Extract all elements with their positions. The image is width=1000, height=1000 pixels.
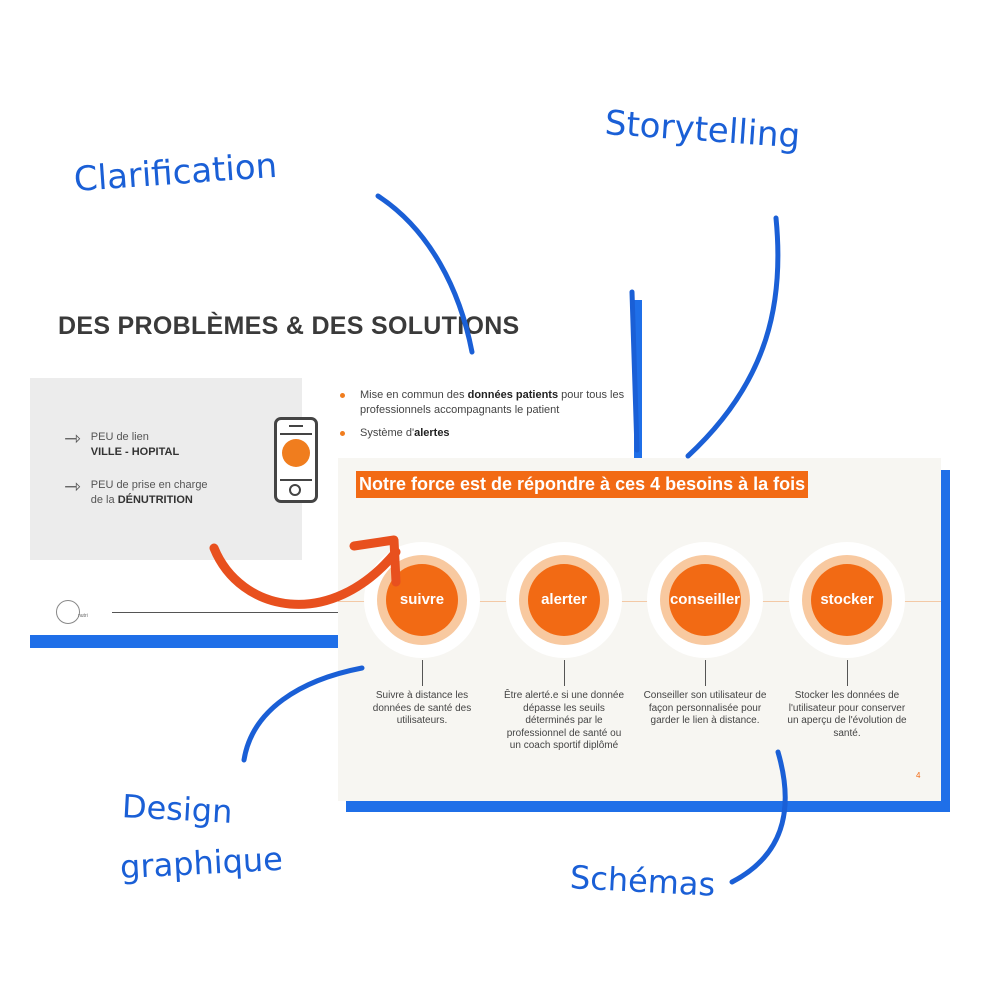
problem-item: ⇾ PEU de prise en charge de la DÉNUTRITI… [64, 476, 208, 508]
front-slide: Notre force est de répondre à ces 4 beso… [338, 458, 941, 801]
footer-logo [56, 600, 80, 624]
bullet-suffix: pour tous les professionnels accompagnan… [360, 389, 625, 416]
smartphone-icon [274, 417, 318, 503]
need-label: alerter [528, 564, 600, 636]
page-number: 4 [916, 771, 921, 780]
label-schemas: Schémas [569, 858, 717, 904]
front-slide-title: Notre force est de répondre à ces 4 beso… [356, 471, 809, 498]
problems-panel: ⇾ PEU de lien VILLE - HOPITAL ⇾ PEU de p… [30, 378, 302, 560]
list-item: Système d'alertes [340, 426, 630, 441]
footer-logo-text: nutri [78, 613, 88, 619]
bullet-prefix: Mise en commun des [360, 389, 468, 401]
bullet-bold: données patients [467, 389, 559, 401]
label-clarification: Clarification [72, 145, 279, 200]
need-circle-stocker: stocker [789, 542, 905, 658]
phone-speaker [289, 425, 303, 427]
label-design: Design [121, 787, 234, 831]
need-description: Être alerté.e si une donnée dépasse les … [503, 690, 625, 751]
need-stem [564, 660, 565, 686]
bullet-dot-icon [340, 393, 345, 398]
storytelling-pointer [685, 215, 781, 459]
label-storytelling: Storytelling [603, 103, 802, 157]
solutions-list: Mise en commun des données patients pour… [340, 388, 630, 449]
problem-line2: VILLE - HOPITAL [90, 446, 180, 458]
problem-item: ⇾ PEU de lien VILLE - HOPITAL [64, 428, 180, 460]
orange-fruit-logo-icon [282, 439, 310, 467]
need-label: conseiller [669, 564, 741, 636]
arrow-right-icon: ⇾ [64, 428, 81, 450]
need-description: Conseiller son utilisateur de façon pers… [643, 690, 767, 726]
problem-line1: PEU de lien [90, 431, 149, 443]
need-stem [705, 660, 706, 686]
arrow-right-icon: ⇾ [64, 476, 81, 498]
bullet-dot-icon [340, 431, 345, 436]
need-stem [847, 660, 848, 686]
need-label: suivre [386, 564, 458, 636]
need-circle-suivre: suivre [364, 542, 480, 658]
bullet-bold: alertes [414, 427, 450, 439]
need-description: Suivre à distance les données de santé d… [372, 690, 472, 726]
need-description: Stocker les données de l'utilisateur pou… [787, 690, 907, 739]
need-circle-conseiller: conseiller [647, 542, 763, 658]
need-circle-alerter: alerter [506, 542, 622, 658]
needs-connector-line [338, 601, 941, 602]
back-slide-title: DES PROBLÈMES & DES SOLUTIONS [58, 312, 520, 340]
phone-home-button [289, 484, 301, 496]
phone-screen [280, 433, 312, 481]
problem-line2-bold: DÉNUTRITION [117, 494, 193, 506]
problem-line1: PEU de prise en charge [90, 479, 208, 491]
bullet-prefix: Système d' [360, 427, 415, 439]
label-graphique: graphique [119, 839, 284, 887]
problem-line2-prefix: de la [90, 494, 118, 506]
need-label: stocker [811, 564, 883, 636]
footer-divider [112, 612, 352, 613]
need-stem [422, 660, 423, 686]
list-item: Mise en commun des données patients pour… [340, 388, 630, 418]
